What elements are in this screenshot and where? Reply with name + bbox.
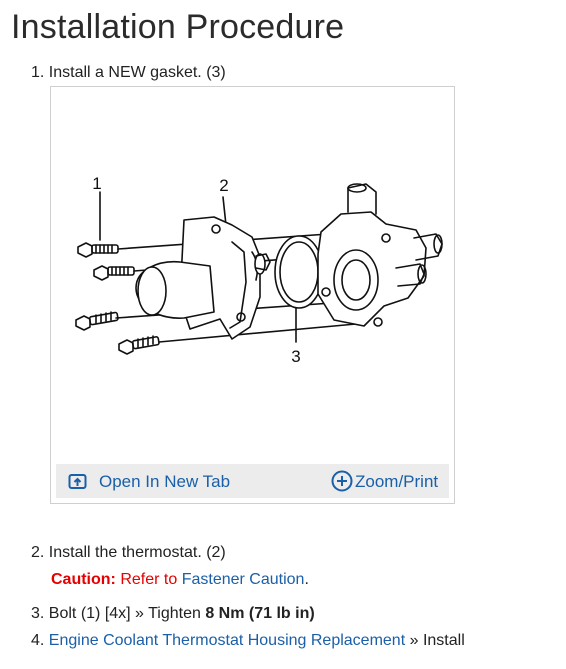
zoom-plus-icon — [331, 470, 353, 491]
bolt-upper-middle — [93, 265, 135, 281]
step-text: Install a NEW gasket. (3) — [48, 64, 226, 81]
bolt-lower-left — [75, 311, 119, 331]
step-number: 4. — [31, 632, 45, 649]
step-3: 3. Bolt (1) [4x] » Tighten 8 Nm (71 lb i… — [31, 604, 315, 624]
open-in-new-tab-label: Open In New Tab — [99, 472, 231, 491]
step-4: 4. Engine Coolant Thermostat Housing Rep… — [31, 631, 465, 651]
caution-end: . — [304, 571, 309, 588]
caution-note: Caution: Refer to Fastener Caution. — [51, 570, 309, 590]
engine-housing — [317, 183, 443, 327]
step-text: Install the thermostat. (2) — [48, 544, 226, 561]
step-text: Bolt (1) [4x] » Tighten — [48, 605, 201, 622]
caution-text: Refer to — [120, 571, 178, 588]
callout-3: 3 — [291, 347, 300, 366]
bolt-top-left — [77, 242, 119, 258]
step-text: » Install — [409, 632, 465, 649]
step-number: 2. — [31, 544, 45, 561]
thermostat-housing-replacement-link[interactable]: Engine Coolant Thermostat Housing Replac… — [48, 632, 406, 649]
zoom-print-button[interactable]: Zoom/Print — [331, 470, 439, 492]
open-new-tab-icon — [68, 474, 87, 489]
callout-2: 2 — [219, 176, 228, 195]
step-2: 2. Install the thermostat. (2) — [31, 543, 226, 563]
bolt-bottom — [118, 335, 160, 355]
thermostat — [254, 253, 271, 275]
step-1: 1. Install a NEW gasket. (3) — [31, 63, 226, 83]
caution-label: Caution: — [51, 571, 116, 588]
zoom-print-label: Zoom/Print — [355, 472, 439, 491]
fastener-caution-link[interactable]: Fastener Caution — [181, 571, 305, 588]
step-number: 3. — [31, 605, 45, 622]
thermostat-housing — [135, 216, 261, 340]
open-in-new-tab-button[interactable]: Open In New Tab — [68, 472, 230, 492]
gasket — [274, 235, 324, 309]
thermostat-housing-diagram: 1 2 3 — [75, 174, 443, 366]
figure-panel: 1 2 3 Open In New Tab Zoom/Print — [50, 86, 455, 504]
step-number: 1. — [31, 64, 45, 81]
torque-spec: 8 Nm (71 lb in) — [205, 605, 315, 622]
page-title: Installation Procedure — [11, 8, 345, 46]
callout-1: 1 — [92, 174, 101, 193]
figure-toolbar: Open In New Tab Zoom/Print — [56, 464, 449, 498]
